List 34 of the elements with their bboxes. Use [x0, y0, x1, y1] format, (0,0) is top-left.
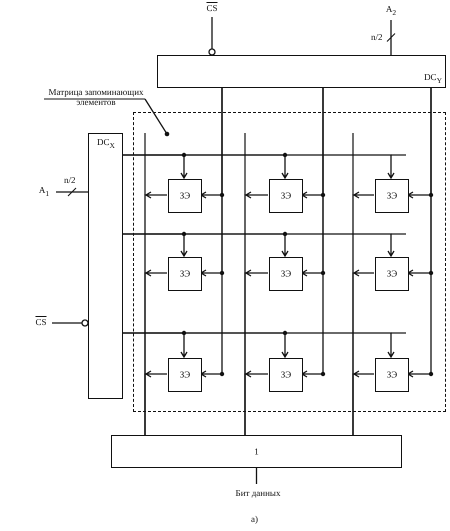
edge-label: n/2: [371, 32, 383, 42]
cell-label: ЗЭ: [386, 270, 398, 278]
signal-label: CS: [203, 3, 221, 15]
memory-cell: [269, 257, 303, 291]
memory-cell: [168, 179, 202, 213]
cell-label: ЗЭ: [180, 192, 190, 200]
or-gate: [111, 435, 402, 468]
cell-label: ЗЭ: [280, 370, 292, 380]
memory-cell: [168, 257, 202, 291]
memory-cell: [375, 257, 409, 291]
annotation-text: Матрица запоминающих элементов: [36, 87, 156, 111]
cell-label: ЗЭ: [386, 192, 398, 200]
decoder-box: [88, 133, 123, 399]
memory-cell: [269, 358, 303, 392]
signal-label: CS: [32, 317, 50, 329]
matrix-frame: [133, 112, 446, 412]
decoder-label: DC$_{Y}$: [424, 72, 442, 84]
gate-label: 1: [254, 447, 259, 456]
memory-cell: [269, 179, 303, 213]
decoder-label: DC$_{X}$: [97, 138, 115, 150]
memory-cell: [375, 358, 409, 392]
signal-label: Бит данных: [218, 488, 298, 500]
edge-label: n/2: [64, 176, 76, 185]
memory-cell: [375, 179, 409, 213]
cell-label: ЗЭ: [280, 270, 292, 278]
decoder-box: [157, 55, 446, 88]
signal-label: A$_{2}$: [382, 4, 400, 18]
memory-cell: [168, 358, 202, 392]
cell-label: ЗЭ: [386, 370, 398, 380]
caption: а): [251, 515, 258, 524]
cell-label: ЗЭ: [180, 370, 190, 380]
cell-label: ЗЭ: [180, 270, 190, 278]
signal-label: A$_{1}$: [34, 185, 54, 199]
cell-label: ЗЭ: [280, 192, 292, 200]
